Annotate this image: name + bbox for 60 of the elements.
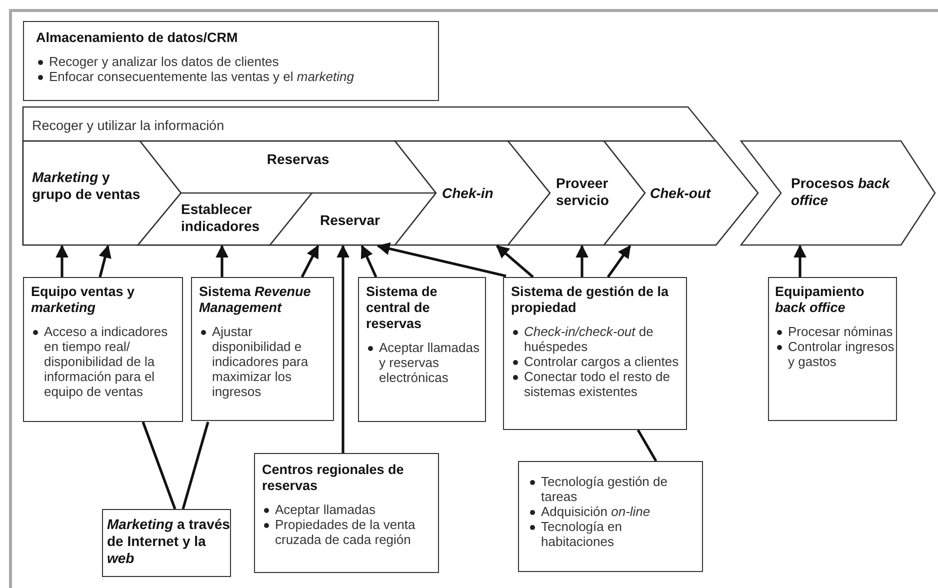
chevron-shape [23,141,181,245]
box-heading: Centros regionales de reservas [262,462,405,494]
box-heading: Sistema de gestión de la propiedad [511,284,670,316]
step-label: Chek-in [442,185,494,202]
info-box [23,277,183,422]
bullet-item: Acceso a indicadores en tiempo real/ disponibilidad de la información para el equipo de ventas [31,324,181,399]
text-box [518,461,703,572]
arrow [576,244,588,277]
chevron-shape [741,141,935,245]
info-box [23,21,439,101]
bullet-item: Controlar ingresos y gastos [775,339,895,369]
bullet-item: Enfocar consecuentemente las ventas y el marketing [36,69,436,84]
bullet-item: Tecnología en habitaciones [528,519,698,549]
bullet-item: Aceptar llamadas [262,502,437,517]
connector-line [182,422,210,510]
box-heading: Almacenamiento de datos/CRM [36,30,239,46]
connector-line [142,422,176,510]
chevron-shape [270,193,436,245]
info-box [358,277,486,422]
info-box [768,277,897,421]
info-box [191,277,334,421]
box-heading: Equipo ventas y marketing [31,284,136,316]
step-label: Chek-out [650,185,712,202]
arrow [606,244,632,278]
step-label: Marketing a través de Internet y la web [107,516,231,567]
box-heading: Equipamiento back office [775,284,866,316]
step-label: Procesos back office [791,175,892,209]
bullet-item: Propiedades de la venta cruzada de cada región [262,517,437,547]
arrow [336,244,350,453]
band-label: Recoger y utilizar la información [32,117,226,134]
connector-line [636,429,658,462]
info-box [254,453,439,573]
arrow [300,244,320,278]
bullet-item: Recoger y analizar los datos de clientes [36,54,436,69]
arrow [376,242,506,278]
chevron-shape [508,141,645,245]
chevron-shape [395,141,550,245]
step-label: Reservas [266,151,330,168]
text-box [102,509,231,577]
box-heading: Sistema Revenue Management [199,284,312,316]
bullet-item: Adquisición on-line [528,504,698,519]
arrow [56,244,68,277]
arrow [794,244,806,277]
box-heading: Sistema de central de reservas [366,284,438,332]
arrow [98,244,112,278]
step-label: Marketing y grupo de ventas [32,169,142,203]
step-label: Reservar [320,212,381,229]
bullet-item: Conectar todo el resto de sistemas existentes [511,369,686,399]
bullet-item: Procesar nóminas [775,324,895,339]
bullet-item: Controlar cargos a clientes [511,354,686,369]
arrow [216,244,228,277]
step-label: Proveer servicio [556,175,610,209]
bullet-item: Ajustar disponibilidad e indicadores para maximizar los ingresos [199,324,334,399]
step-label: Establecer indicadores [181,201,261,235]
info-box [503,277,687,430]
arrow [496,245,534,278]
bullet-item: Aceptar llamadas y reservas electrónicas [366,340,484,385]
arrow [360,244,378,278]
bullet-item: Check-in/check-out de huéspedes [511,324,686,354]
chevron-shape [138,141,436,245]
